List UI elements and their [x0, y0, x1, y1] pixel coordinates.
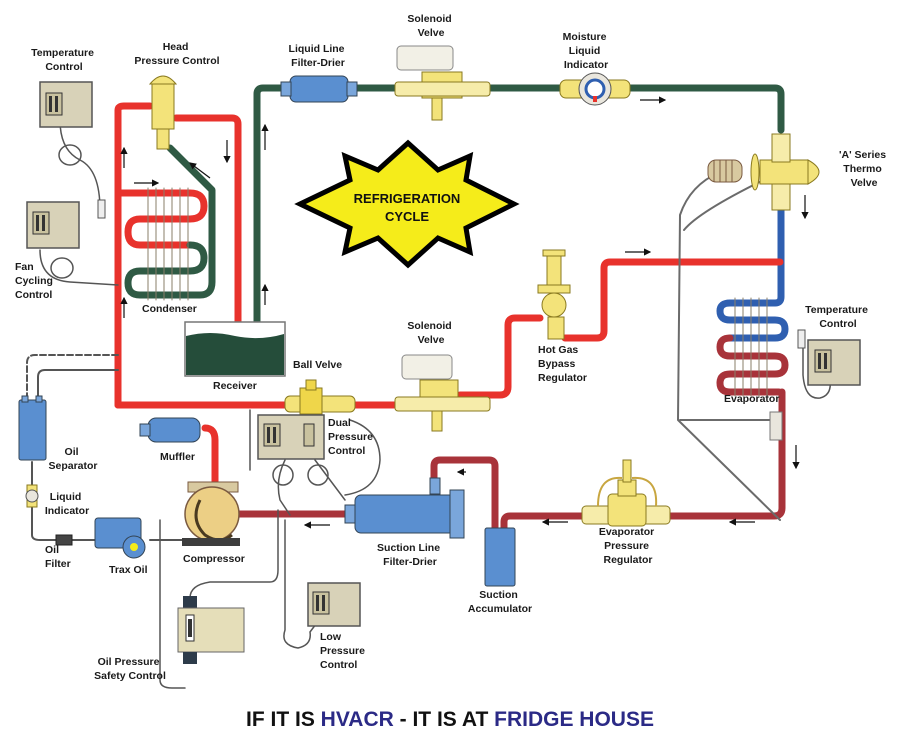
title-line2: CYCLE: [385, 209, 429, 224]
label-temperature-control-top: Temperature Control: [31, 47, 97, 73]
footer-hvacr: HVACR: [320, 708, 394, 731]
label-liquid-indicator: Liquid Indicator: [45, 491, 89, 517]
label-trax-oil: Trax Oil: [109, 564, 148, 576]
label-thermo-valve: 'A' Series Thermo Velve: [839, 149, 889, 189]
condenser-coil-hot: [116, 189, 208, 249]
label-solenoid-valve-mid: Solenoid Velve: [407, 320, 454, 346]
thermo-bulb-capillary: [677, 171, 781, 521]
footer-part1: IF IT IS: [246, 708, 321, 731]
footer-slogan: IF IT IS HVACR - IT IS AT FRIDGE HOUSE: [0, 708, 900, 732]
thermo-valve-to-evaporator-line: [716, 191, 789, 342]
label-oil-pressure-safety-control: Oil Pressure Safety Control: [94, 656, 166, 682]
trax-oil[interactable]: [94, 517, 146, 559]
oil-separator-feed-line: [37, 369, 119, 401]
oil-safety-capillary: [159, 509, 279, 689]
ball-valve[interactable]: [284, 379, 356, 415]
label-suction-line-filter-drier: Suction Line Filter-Drier: [377, 542, 443, 568]
evaporator-coil-lower: [716, 334, 789, 396]
compressor[interactable]: [182, 481, 240, 546]
fan-control-capillary: [39, 249, 119, 286]
head-pressure-control[interactable]: [148, 75, 178, 150]
label-hot-gas-bypass-regulator: Hot Gas Bypass Regulator: [538, 344, 587, 384]
label-moisture-liquid-indicator: Moisture Liquid Indicator: [563, 31, 610, 71]
muffler-to-compressor-line: [201, 424, 219, 492]
label-receiver: Receiver: [213, 380, 257, 392]
oil-filter[interactable]: [55, 534, 73, 546]
muffler[interactable]: [139, 417, 201, 443]
label-compressor: Compressor: [183, 553, 245, 565]
label-head-pressure-control: Head Pressure Control: [134, 41, 219, 67]
oil-return-line: [31, 461, 186, 541]
label-oil-separator: Oil Separator: [48, 446, 97, 472]
label-condenser: Condenser: [142, 303, 197, 315]
temperature-control-right[interactable]: [797, 329, 861, 386]
label-solenoid-valve-top: Solenoid Velve: [407, 13, 454, 39]
title-badge: REFRIGERATION CYCLE: [294, 139, 520, 269]
label-temperature-control-right: Temperature Control: [805, 304, 871, 330]
pipes: [26, 84, 832, 689]
liquid-indicator[interactable]: [25, 484, 39, 508]
solenoid-valve-top[interactable]: [394, 45, 491, 121]
oil-pressure-safety-control[interactable]: [177, 596, 245, 664]
head-pressure-hot-line: [114, 102, 154, 116]
label-dual-pressure-control: Dual Pressure Control: [328, 417, 376, 457]
label-fan-cycling-control: Fan Cycling Control: [15, 261, 56, 301]
label-liquid-line-filter-drier: Liquid Line Filter-Drier: [289, 43, 348, 69]
suction-accumulator[interactable]: [484, 527, 516, 587]
label-ball-valve: Ball Velve: [293, 359, 342, 371]
evaporator-pressure-regulator[interactable]: [581, 459, 671, 527]
footer-part3: - IT IS AT: [393, 708, 495, 731]
oil-separator[interactable]: [18, 395, 47, 461]
evaporator-fins: [734, 297, 768, 397]
dual-pressure-capillary: [249, 409, 381, 516]
condenser-coil-liquid: [124, 144, 216, 299]
title-line1: REFRIGERATION: [354, 191, 461, 206]
low-pressure-control[interactable]: [307, 582, 361, 627]
hot-gas-bypass-line: [456, 314, 544, 399]
flow-arrow: [189, 162, 211, 179]
receiver[interactable]: [184, 321, 286, 377]
solenoid-valve-mid[interactable]: [394, 354, 491, 432]
suction-line-filter-drier[interactable]: [344, 477, 465, 539]
thermo-expansion-valve[interactable]: [707, 133, 820, 211]
suction-accumulator-to-filter-line: [430, 456, 499, 534]
right-temp-capillary: [802, 344, 832, 399]
label-evaporator: Evaporator: [724, 393, 779, 405]
head-pressure-to-receiver-line: [172, 114, 242, 339]
label-suction-accumulator: Suction Accumulator: [468, 589, 532, 615]
condenser-fins: [147, 187, 189, 301]
fan-cycling-control[interactable]: [26, 201, 80, 279]
temperature-control-top[interactable]: [39, 81, 106, 219]
hot-gas-bypass-out-line: [561, 258, 784, 342]
evaporator-sensor-bulb: [769, 411, 783, 441]
labels: Temperature Control Head Pressure Contro…: [15, 13, 889, 682]
flow-arrows: [120, 96, 809, 529]
label-low-pressure-control: Low Pressure Control: [320, 631, 368, 671]
oil-separator-dashed-line: [26, 354, 119, 401]
label-muffler: Muffler: [160, 451, 195, 463]
hot-gas-bypass-regulator[interactable]: [537, 249, 571, 340]
label-oil-filter: Oil Filter: [45, 544, 71, 570]
moisture-liquid-indicator[interactable]: [559, 72, 631, 106]
liquid-line-filter-drier[interactable]: [280, 75, 358, 103]
dual-pressure-control[interactable]: [257, 414, 329, 486]
liquid-line-main: [253, 84, 785, 349]
low-pressure-capillary: [283, 519, 323, 649]
label-evaporator-pressure-regulator: Evaporator Pressure Regulator: [599, 526, 657, 566]
footer-fridge-house: FRIDGE HOUSE: [494, 708, 654, 731]
